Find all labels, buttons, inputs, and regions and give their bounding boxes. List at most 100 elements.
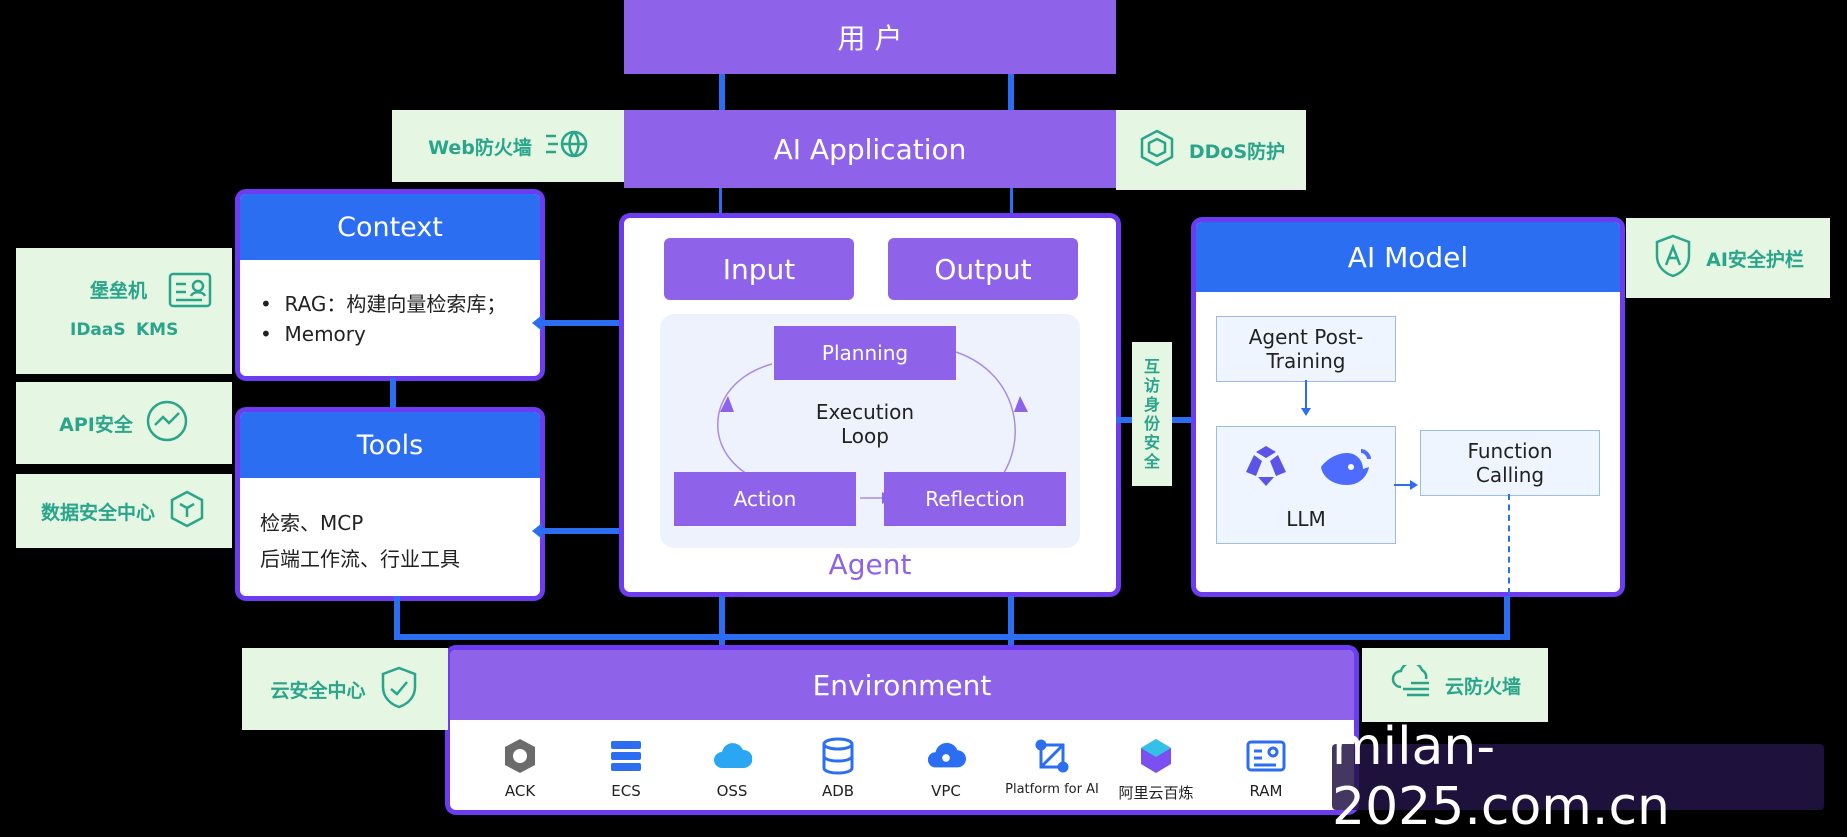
service-vpc: VPC	[896, 736, 996, 800]
bailian-icon	[1136, 736, 1176, 776]
tools-line: 后端工作流、行业工具	[260, 547, 460, 571]
cloud-firewall-badge: 云防火墙	[1362, 648, 1548, 722]
function-calling-line: Calling	[1475, 463, 1545, 487]
service-label: 阿里云百炼	[1118, 784, 1194, 802]
web-firewall-label: Web防火墙	[428, 136, 532, 159]
whale-icon	[1317, 443, 1373, 494]
input-box: Input	[664, 238, 854, 300]
action-label: Action	[733, 487, 797, 511]
output-label: Output	[934, 252, 1032, 286]
ai-model-header: AI Model	[1196, 222, 1620, 292]
input-label: Input	[722, 252, 796, 286]
function-calling-line: Function	[1467, 439, 1553, 463]
cloud-firewall-icon	[1389, 661, 1433, 706]
mutual-identity-char: 安	[1143, 433, 1160, 452]
service-label: ECS	[611, 782, 641, 800]
mutual-identity-char: 身	[1143, 395, 1160, 414]
ai-application-label: AI Application	[773, 132, 967, 166]
bastion-badge: 堡垒机 IDaaS KMS	[16, 248, 232, 374]
context-header: Context	[240, 194, 540, 260]
planning-label: Planning	[821, 341, 909, 365]
ddos-badge: DDoS防护	[1116, 110, 1306, 190]
post-training-line: Agent Post-	[1248, 325, 1364, 349]
data-security-badge: 数据安全中心	[16, 474, 232, 548]
context-item-memory: Memory	[284, 322, 366, 346]
tools-panel: Tools 检索、MCP 后端工作流、行业工具	[240, 412, 540, 596]
web-firewall-icon	[544, 126, 588, 167]
service-label: Platform for AI	[1005, 782, 1099, 797]
service-ecs: ECS	[576, 736, 676, 800]
execution-loop-label: Execution Loop	[800, 400, 930, 448]
service-bailian: 阿里云百炼	[1106, 736, 1206, 803]
context-item: • Memory	[260, 322, 366, 346]
web-firewall-badge: Web防火墙	[392, 110, 624, 182]
adb-icon	[818, 736, 858, 776]
agent-panel: Input Output Planning Execution Loop Act…	[624, 218, 1116, 592]
data-cube-icon	[167, 489, 207, 534]
ai-guardrail-badge: AI安全护栏	[1626, 218, 1830, 298]
context-panel: Context • RAG：构建向量检索库； • Memory	[240, 194, 540, 376]
shield-icon	[1652, 233, 1694, 284]
service-adb: ADB	[788, 736, 888, 800]
cloud-security-badge: 云安全中心	[242, 648, 448, 730]
activity-icon	[145, 399, 189, 448]
ai-application-box: AI Application	[624, 110, 1116, 188]
ai-model-title: AI Model	[1347, 240, 1469, 274]
execution-loop-area: Planning Execution Loop Action Reflectio…	[660, 314, 1080, 548]
agent-label: Agent	[828, 548, 912, 581]
watermark: milan-2025.com.cn	[1332, 717, 1824, 837]
kms-label: KMS	[136, 320, 179, 340]
service-label: ACK	[504, 782, 536, 800]
context-item: • RAG：构建向量检索库；	[260, 292, 507, 316]
service-label: RAM	[1249, 782, 1283, 800]
mutual-identity-char: 访	[1143, 376, 1160, 395]
ddos-icon	[1137, 128, 1177, 173]
bastion-label: 堡垒机	[90, 280, 148, 302]
context-title: Context	[337, 211, 443, 243]
shield-check-icon	[378, 665, 420, 714]
mutual-identity-char: 全	[1143, 452, 1160, 471]
environment-header: Environment	[450, 650, 1354, 720]
environment-title: Environment	[812, 668, 992, 702]
planning-box: Planning	[774, 326, 956, 380]
user-box: 用 户	[624, 0, 1116, 74]
loop-line: Execution	[815, 400, 915, 424]
service-label: OSS	[716, 782, 748, 800]
llm-box: LLM	[1216, 426, 1396, 544]
mutual-identity-char: 份	[1143, 414, 1160, 433]
service-pai: Platform for AI	[1002, 736, 1102, 797]
cloud-firewall-label: 云防火墙	[1444, 675, 1521, 698]
vpc-icon	[926, 736, 966, 776]
oss-icon	[712, 736, 752, 776]
function-calling-box: Function Calling	[1420, 430, 1600, 496]
llm-label: LLM	[1286, 507, 1326, 531]
tools-title: Tools	[356, 429, 424, 461]
service-ack: ACK	[470, 736, 570, 800]
api-security-badge: API安全	[16, 382, 232, 464]
output-box: Output	[888, 238, 1078, 300]
reflection-box: Reflection	[884, 472, 1066, 526]
mutual-identity-badge: 互 访 身 份 安 全	[1132, 342, 1172, 486]
idaas-label: IDaaS	[70, 320, 126, 340]
cloud-security-label: 云安全中心	[270, 679, 366, 702]
ai-model-panel: AI Model Agent Post- Training LLM Functi…	[1196, 222, 1620, 594]
mutual-identity-char: 互	[1143, 357, 1160, 376]
ack-icon	[500, 736, 540, 776]
action-box: Action	[674, 472, 856, 526]
service-ram: RAM	[1216, 736, 1316, 800]
qwen-icon	[1243, 443, 1289, 494]
id-card-icon	[168, 272, 212, 313]
post-training-box: Agent Post- Training	[1216, 316, 1396, 382]
tools-line: 检索、MCP	[260, 511, 364, 535]
loop-line: Loop	[841, 424, 889, 448]
service-label: ADB	[821, 782, 855, 800]
reflection-label: Reflection	[925, 487, 1025, 511]
tools-header: Tools	[240, 412, 540, 478]
api-security-label: API安全	[59, 413, 133, 436]
pai-icon	[1032, 736, 1072, 776]
user-label: 用 户	[837, 22, 903, 55]
ecs-icon	[606, 736, 646, 776]
data-security-label: 数据安全中心	[40, 501, 155, 524]
service-oss: OSS	[682, 736, 782, 800]
ram-icon	[1246, 736, 1286, 776]
